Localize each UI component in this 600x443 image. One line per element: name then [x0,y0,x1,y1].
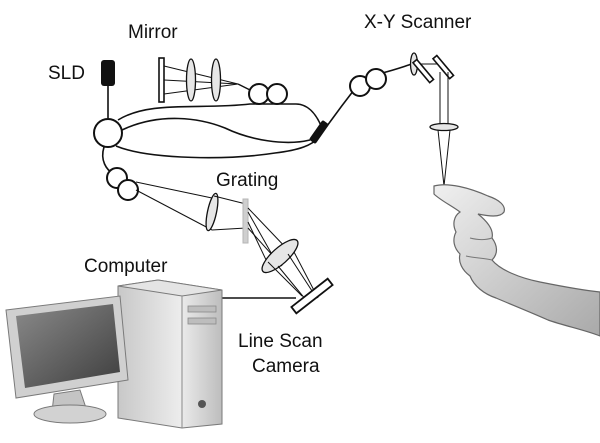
light-source-icon [101,60,115,86]
polarization-controller-icon [365,68,387,90]
fiber-coupler-return-loop [115,137,319,159]
hand-knuckle-line-1 [469,237,493,240]
camera-beam-3 [287,253,315,295]
finger-sample-icon [433,184,600,337]
camera-lens-icon [261,238,299,274]
line-scan-camera-icon [290,277,334,315]
reference-beam-top [163,65,239,85]
sld-label: SLD [48,63,85,84]
detection-beam-to-grating-bottom [211,227,247,231]
diffracted-beam-1 [247,211,275,259]
grating-label: Grating [216,170,279,191]
fiber-coupler-to-sample-loop [121,117,311,144]
hand-knuckle-line-2 [465,255,493,261]
sample-arm [349,52,459,187]
monitor-screen [16,304,120,388]
reference-lens-2-icon [210,58,222,102]
computer-tower-top [117,279,223,297]
camera-label-line2: Camera [252,356,320,377]
computer-tower [117,279,223,429]
detection-arm [106,167,334,315]
reference-beam-axis [163,79,239,85]
detection-beam-to-grating-top [213,195,247,205]
computer-icon [5,279,223,429]
camera-beam-1 [267,261,303,297]
hand-shape [433,184,600,337]
mirror-label: Mirror [128,22,178,43]
diffracted-beam-3 [247,221,269,265]
mirror-icon [158,57,165,103]
detection-lens-icon [205,192,219,232]
computer-label: Computer [84,256,168,277]
focus-beam-left [437,129,445,187]
drive-bay-1 [187,305,217,313]
drive-bay-2 [187,317,217,325]
focus-beam-right [443,129,451,187]
polarization-controller-icon [117,179,139,201]
detection-beam-bottom [135,189,213,231]
reference-lens-1-icon [185,58,197,102]
fiber-coupler-icon [93,118,123,148]
reference-beam-bottom [163,83,239,95]
detection-beam-top [135,181,213,199]
monitor-base [33,404,107,424]
power-button-icon [198,400,206,408]
polarization-controller-icon [266,83,288,105]
grating-icon [242,198,249,244]
galvo-mirror-icon [411,58,435,84]
reference-fiber-link [237,83,251,91]
fiber-collimator-icon [309,120,329,144]
camera-beam-2 [277,265,307,301]
camera-label-line1: Line Scan [238,331,323,352]
sld-source [101,60,115,86]
galvo-mirror-icon [431,54,455,80]
fiber-coupler-to-reference [117,103,323,129]
reference-arm [158,57,288,105]
xy-scanner-label: X-Y Scanner [364,12,472,33]
objective-lens-icon [429,122,459,132]
